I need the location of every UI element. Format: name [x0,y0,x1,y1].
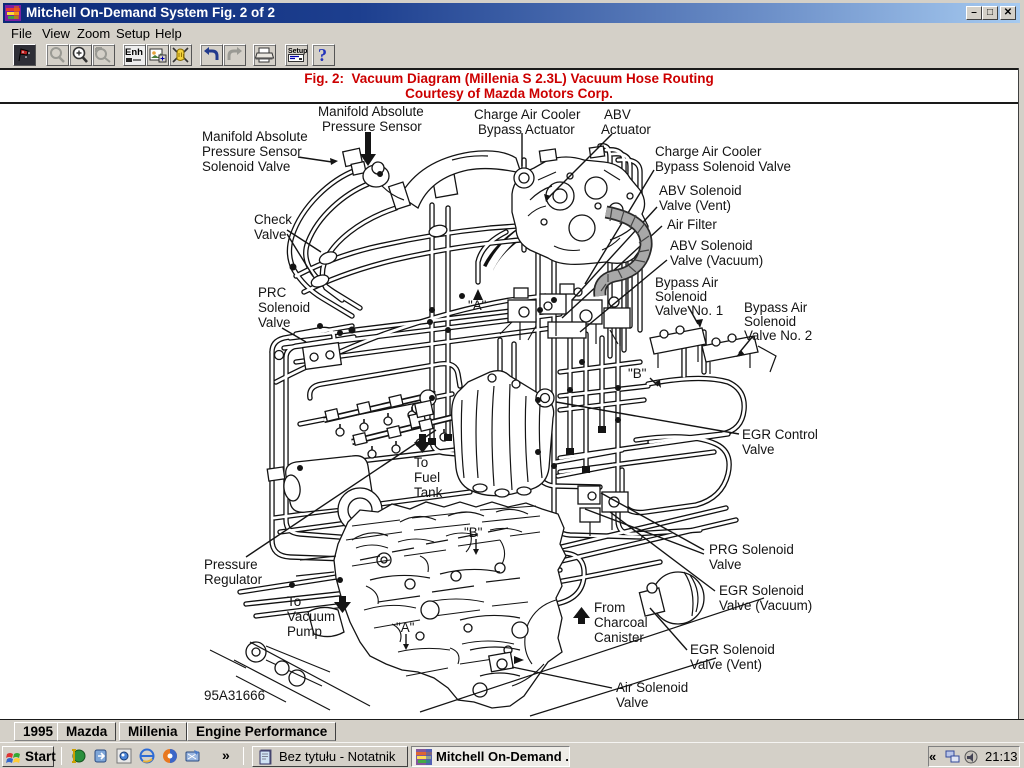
svg-text:Fuel: Fuel [414,470,440,485]
svg-text:Regulator: Regulator [204,572,263,587]
svg-text:Bypass Actuator: Bypass Actuator [478,122,575,137]
svg-text:"A": "A" [396,620,415,635]
svg-text:Valve (Vent): Valve (Vent) [690,657,762,672]
svg-text:From: From [594,600,625,615]
svg-text:Bypass Air: Bypass Air [655,275,719,290]
svg-text:ABV: ABV [604,107,631,122]
svg-text:To: To [287,594,301,609]
svg-text:"A": "A" [468,298,487,313]
svg-text:Charcoal: Charcoal [594,615,648,630]
svg-text:EGR Control: EGR Control [742,427,818,442]
svg-text:Tank: Tank [414,485,443,500]
svg-text:ABV Solenoid: ABV Solenoid [659,183,742,198]
svg-text:Valve No. 2: Valve No. 2 [744,328,812,343]
svg-text:Air Solenoid: Air Solenoid [616,680,688,695]
svg-text:Check: Check [254,212,292,227]
svg-text:Manifold Absolute: Manifold Absolute [318,104,424,119]
svg-text:?: ? [318,45,327,65]
svg-text:To: To [414,455,428,470]
svg-text:Pump: Pump [287,624,322,639]
svg-text:Valve No. 1: Valve No. 1 [655,303,723,318]
svg-text:Pressure Sensor: Pressure Sensor [322,119,422,134]
svg-text:Setup: Setup [288,48,307,55]
svg-text:ABV Solenoid: ABV Solenoid [670,238,753,253]
svg-text:Actuator: Actuator [601,122,651,137]
svg-text:Valve: Valve [254,227,287,242]
svg-text:PRG Solenoid: PRG Solenoid [709,542,794,557]
svg-text:Charge Air Cooler: Charge Air Cooler [655,144,762,159]
svg-text:Valve (Vacuum): Valve (Vacuum) [670,253,763,268]
svg-text:Manifold Absolute: Manifold Absolute [202,129,308,144]
svg-text:"B": "B" [464,525,483,540]
svg-text:"B": "B" [628,366,647,381]
svg-text:EGR Solenoid: EGR Solenoid [690,642,775,657]
svg-text:Pressure: Pressure [204,557,258,572]
svg-text:Solenoid Valve: Solenoid Valve [202,159,290,174]
svg-text:Valve: Valve [258,315,291,330]
svg-text:Solenoid: Solenoid [655,289,707,304]
svg-text:Valve: Valve [616,695,649,710]
svg-text:Solenoid: Solenoid [258,300,310,315]
svg-text:Valve (Vacuum): Valve (Vacuum) [719,598,812,613]
svg-text:Valve: Valve [709,557,742,572]
svg-text:Valve (Vent): Valve (Vent) [659,198,731,213]
svg-text:Canister: Canister [594,630,644,645]
svg-text:Charge Air Cooler: Charge Air Cooler [474,107,581,122]
svg-text:95A31666: 95A31666 [204,688,265,703]
svg-text:Solenoid: Solenoid [744,314,796,329]
svg-text:Vacuum: Vacuum [287,609,335,624]
svg-text:PRC: PRC [258,285,287,300]
svg-text:Enh: Enh [125,47,143,58]
svg-text:Bypass Air: Bypass Air [744,300,808,315]
svg-text:EGR Solenoid: EGR Solenoid [719,583,804,598]
svg-text:Pressure Sensor: Pressure Sensor [202,144,302,159]
svg-text:Valve: Valve [742,442,775,457]
svg-text:Air Filter: Air Filter [667,217,717,232]
svg-text:Bypass Solenoid Valve: Bypass Solenoid Valve [655,159,791,174]
